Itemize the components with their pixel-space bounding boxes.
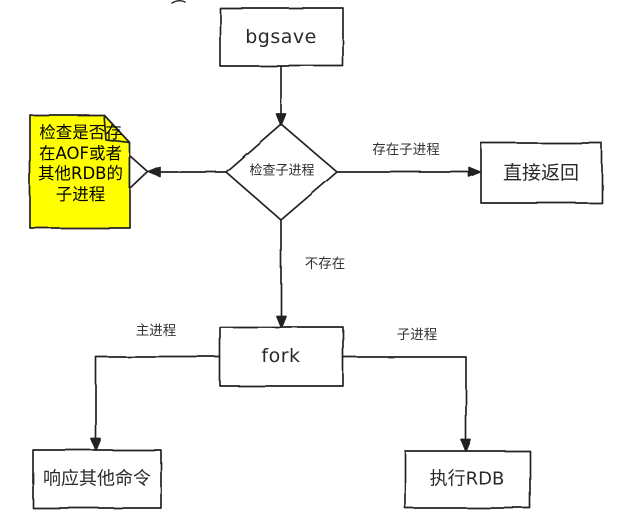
bgsave-label: bgsave — [245, 26, 317, 49]
arrow-fork-to-respond — [95, 356, 221, 447]
execute-rdb-box — [404, 450, 531, 509]
arrowhead-note — [148, 166, 161, 178]
note-text-line: 其他RDB的 — [38, 164, 123, 183]
note-text-line: 检查是否存 — [39, 123, 122, 142]
edge-label-not-exists: 不存在 — [304, 256, 346, 273]
cropped-stroke-artifact — [171, 0, 186, 4]
check-child-process-label: 检查子进程 — [249, 163, 315, 179]
note-fold — [103, 114, 131, 144]
note-pointer — [129, 155, 149, 190]
edge-label-main-process: 主进程 — [135, 323, 177, 340]
arrowhead-rdb — [460, 439, 472, 452]
respond-other-commands-label: 响应其他命令 — [43, 468, 151, 490]
arrowhead-return — [468, 166, 481, 178]
edge-label-exists-child: 存在子进程 — [372, 142, 440, 159]
edge-label-child-process: 子进程 — [396, 327, 438, 344]
direct-return-box — [480, 142, 603, 204]
note-text-line: 在AOF或者 — [39, 143, 122, 163]
fork-label: fork — [261, 345, 301, 368]
direct-return-label: 直接返回 — [502, 162, 580, 185]
arrow-fork-to-rdb — [342, 356, 467, 448]
respond-other-commands-box — [32, 449, 162, 509]
arrowhead-respond — [90, 438, 102, 451]
arrowhead-fork — [275, 315, 287, 328]
note-text: 检查是否存 在AOF或者 其他RDB的 子进程 — [32, 123, 129, 205]
note-text-line: 子进程 — [55, 184, 106, 204]
execute-rdb-label: 执行RDB — [429, 468, 505, 490]
arrowhead-check — [275, 113, 287, 126]
